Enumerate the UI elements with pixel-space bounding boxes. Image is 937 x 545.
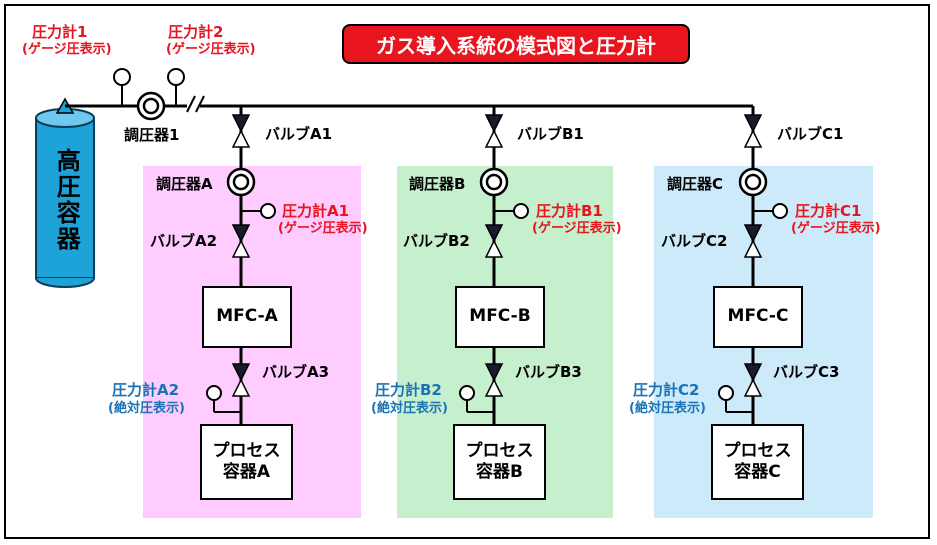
gauge-2-sub: (ゲージ圧表示)	[166, 42, 256, 57]
gauge-c2-sub: (絶対圧表示)	[629, 401, 706, 416]
process-chamber-b-label: プロセス 容器B	[465, 440, 534, 482]
high-pressure-cylinder	[35, 97, 95, 288]
gauge-c1-sub: (ゲージ圧表示)	[791, 221, 881, 236]
valve-c1-icon	[743, 114, 763, 148]
mfc-c-box: MFC-C	[713, 286, 803, 348]
title-text: ガス導入系統の模式図と圧力計	[376, 33, 656, 58]
gauge-a1-sub: (ゲージ圧表示)	[278, 221, 368, 236]
gauge-a2-icon	[206, 385, 222, 401]
mfc-b-box: MFC-B	[455, 286, 545, 348]
mfc-a-box: MFC-A	[202, 286, 292, 348]
gauge-1-label: 圧力計1	[32, 23, 88, 41]
mfc-b-label: MFC-B	[469, 306, 531, 327]
gauge-a2-label: 圧力計A2	[112, 381, 180, 399]
gauge-b1-label: 圧力計B1	[536, 202, 603, 220]
regulator-c-inner-icon	[744, 173, 762, 191]
gauge-b1-sub: (ゲージ圧表示)	[532, 221, 622, 236]
valve-a1-icon	[231, 114, 251, 148]
valve-b3-label: バルブB3	[515, 363, 582, 381]
valve-a1-label: バルブA1	[265, 125, 333, 143]
gauge-c1-label: 圧力計C1	[795, 202, 862, 220]
gauge-2-label: 圧力計2	[168, 23, 224, 41]
regulator-a-label: 調圧器A	[156, 175, 213, 193]
valve-a2-icon	[231, 224, 251, 258]
gauge-c1-icon	[772, 203, 788, 219]
valve-c3-label: バルブC3	[773, 363, 840, 381]
gauge-a2-sub: (絶対圧表示)	[108, 401, 185, 416]
valve-b3-icon	[484, 363, 504, 397]
gauge-b2-icon	[459, 385, 475, 401]
regulator-1-label: 調圧器1	[124, 126, 180, 144]
gauge-c2-icon	[718, 385, 734, 401]
valve-a2-label: バルブA2	[150, 232, 218, 250]
valve-c2-label: バルブC2	[661, 232, 728, 250]
regulator-b-inner-icon	[485, 173, 503, 191]
gauge-2-icon	[167, 68, 185, 86]
valve-b1-label: バルブB1	[517, 125, 584, 143]
process-chamber-c-label: プロセス 容器C	[723, 440, 792, 482]
title-banner: ガス導入系統の模式図と圧力計	[342, 24, 690, 64]
gauge-b2-label: 圧力計B2	[375, 381, 442, 399]
gauge-a1-icon	[260, 203, 276, 219]
mfc-a-label: MFC-A	[216, 306, 278, 327]
mfc-c-label: MFC-C	[727, 306, 789, 327]
main-pipe	[65, 84, 753, 113]
gauge-c2-label: 圧力計C2	[633, 381, 700, 399]
gauge-1-sub: (ゲージ圧表示)	[22, 42, 112, 57]
valve-c1-label: バルブC1	[777, 125, 844, 143]
gauge-b2-sub: (絶対圧表示)	[371, 401, 448, 416]
valve-c3-icon	[743, 363, 763, 397]
cylinder-label: 高圧容器	[52, 148, 81, 252]
valve-b2-label: バルブB2	[403, 232, 470, 250]
regulator-c-label: 調圧器C	[667, 175, 724, 193]
gauge-b1-icon	[513, 203, 529, 219]
process-chamber-c-box: プロセス 容器C	[711, 424, 804, 500]
valve-b1-icon	[484, 114, 504, 148]
valve-a3-label: バルブA3	[262, 363, 330, 381]
cylinder-label-wrap: 高圧容器	[40, 140, 92, 260]
process-chamber-a-label: プロセス 容器A	[212, 440, 281, 482]
valve-c2-icon	[743, 224, 763, 258]
valve-b2-icon	[484, 224, 504, 258]
process-chamber-b-box: プロセス 容器B	[453, 424, 546, 500]
diagram-frame	[4, 4, 930, 539]
regulator-1-icon	[136, 91, 166, 121]
gauge-a1-label: 圧力計A1	[282, 202, 350, 220]
gauge-1-icon	[113, 68, 131, 86]
process-chamber-a-box: プロセス 容器A	[200, 424, 293, 500]
regulator-a-inner-icon	[232, 173, 250, 191]
valve-a3-icon	[231, 363, 251, 397]
regulator-b-label: 調圧器B	[409, 175, 466, 193]
